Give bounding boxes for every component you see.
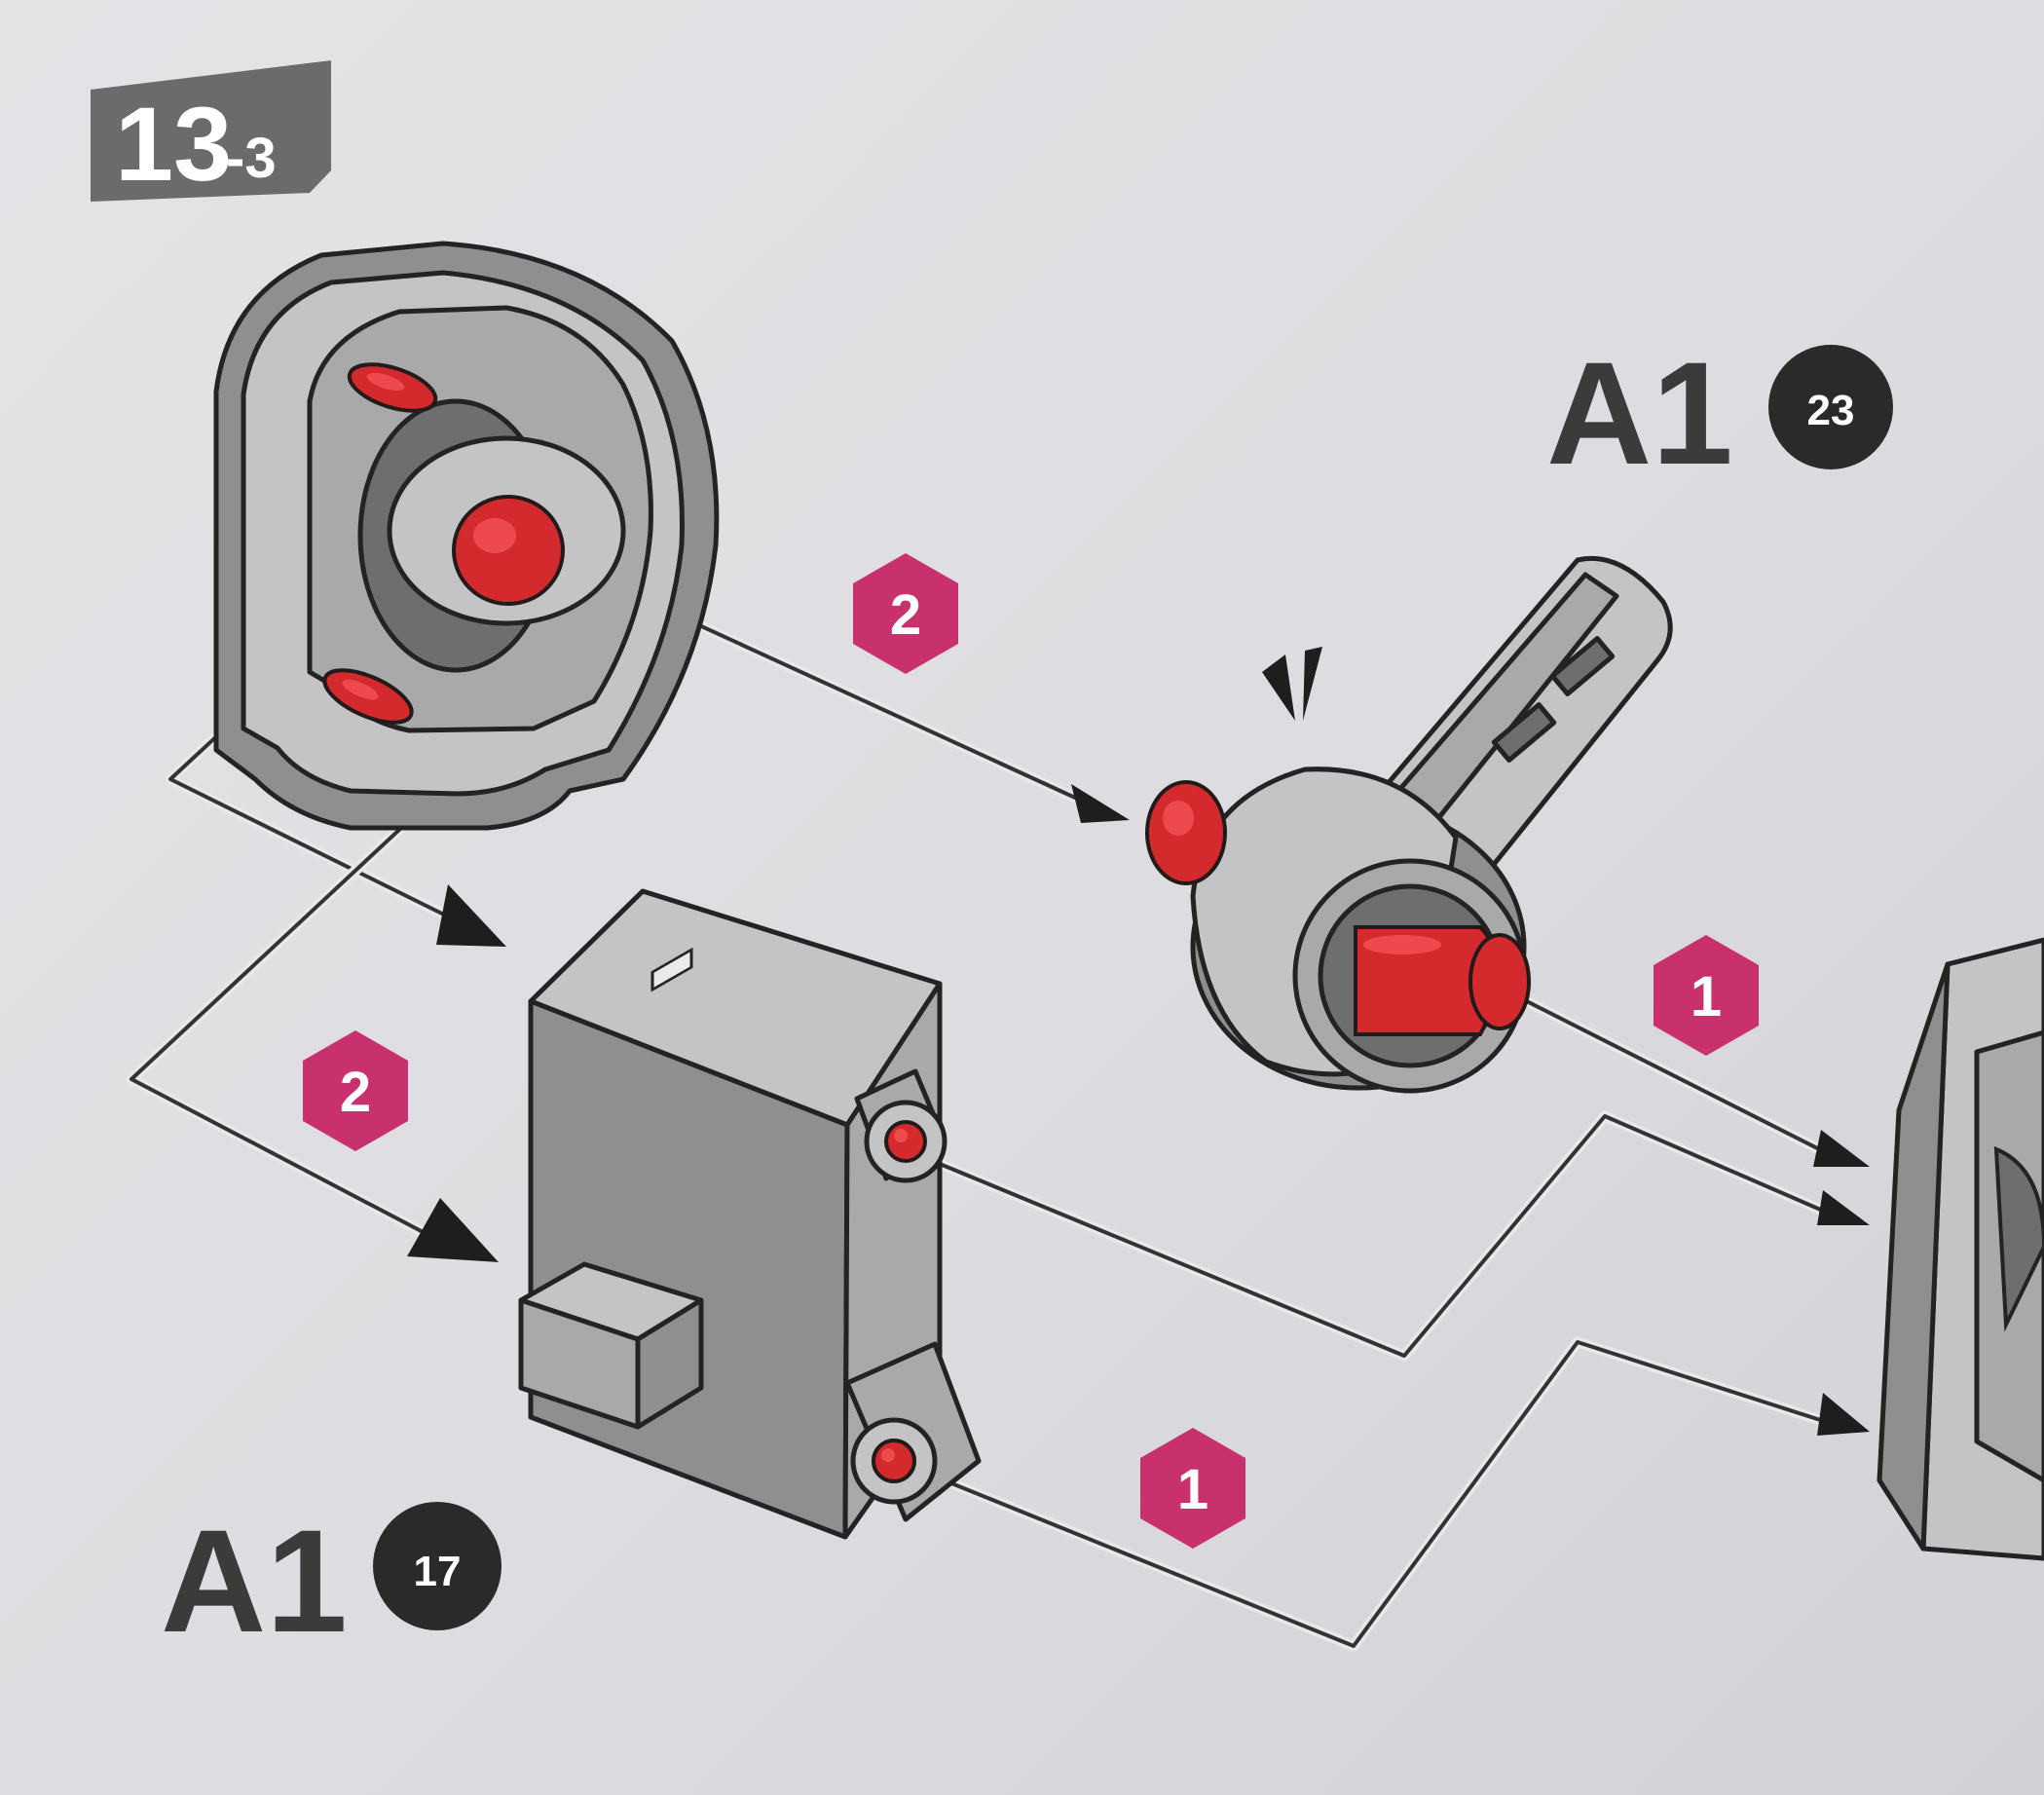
part-number-disc — [1768, 345, 1893, 469]
assembly-arrows — [407, 784, 1870, 1436]
hexagon-step-marker-icon: 1 — [1654, 935, 1759, 1056]
part-number-disc — [373, 1502, 502, 1630]
part-a1-17-block — [518, 888, 982, 1540]
part-disc-housing — [213, 241, 720, 831]
part-label-a1-17: A1 17 — [161, 1499, 502, 1663]
step-marker-number: 1 — [1177, 1458, 1208, 1521]
part-number: 17 — [414, 1548, 462, 1595]
glue-point-icon — [452, 495, 565, 606]
step-marker-number: 1 — [1691, 965, 1722, 1028]
part-right-frame — [1877, 937, 2044, 1561]
step-badge-major: 13 — [115, 85, 232, 203]
glue-point-icon — [322, 668, 414, 725]
step-badge-minor: -3 — [226, 127, 277, 190]
step-badge: 13 -3 — [91, 60, 331, 203]
assembly-arrow-icon — [1817, 1393, 1870, 1436]
glue-point-icon — [347, 362, 438, 413]
assembly-arrow-icon — [407, 1198, 499, 1262]
assembly-arrow-icon — [1813, 1130, 1870, 1167]
part-a1-23-cylinder-arm — [1145, 555, 1673, 1094]
hexagon-step-marker-icon: 2 — [303, 1030, 408, 1151]
hexagon-step-marker-icon: 1 — [1140, 1428, 1245, 1549]
step-marker-number: 2 — [890, 583, 921, 647]
part-sprue: A1 — [1546, 331, 1733, 495]
step-marker-number: 2 — [340, 1061, 371, 1124]
assembly-arrow-icon — [1071, 784, 1130, 823]
assembly-arrow-icon — [1817, 1190, 1870, 1225]
sequence-markers: 2 1 2 1 — [303, 553, 1759, 1549]
part-sprue: A1 — [161, 1499, 348, 1663]
press-fit-indicator-icon — [1262, 647, 1322, 721]
part-label-a1-23: A1 23 — [1546, 331, 1893, 495]
assembly-arrow-icon — [436, 884, 506, 947]
part-number: 23 — [1807, 387, 1855, 434]
hexagon-step-marker-icon: 2 — [853, 553, 958, 674]
